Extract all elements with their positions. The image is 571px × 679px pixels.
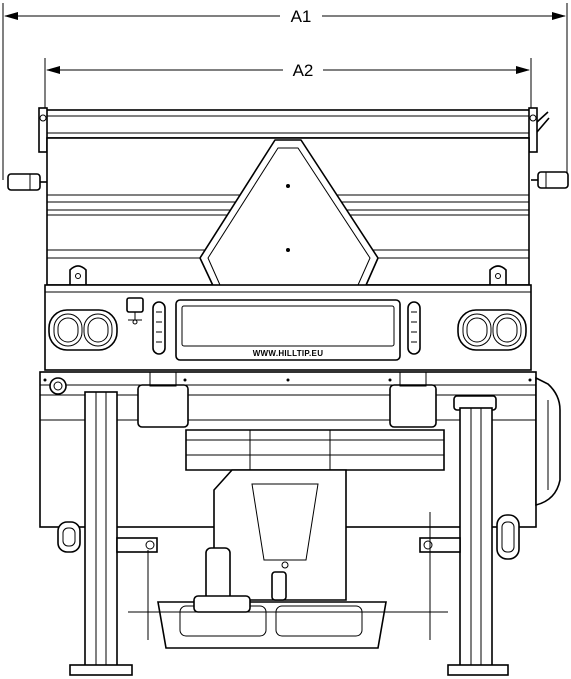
left-support-leg: [57, 391, 158, 676]
a1-label: A1: [291, 7, 312, 26]
plate-text: WWW.HILLTIP.EU: [253, 349, 324, 358]
motor-gearbox: [205, 469, 347, 601]
left-handle: [7, 173, 47, 191]
left-bracket: [137, 371, 189, 428]
spreader-discs: [157, 595, 387, 649]
a2-label: A2: [293, 61, 314, 80]
plate-light: [126, 297, 144, 325]
left-tail-lamp: [48, 309, 118, 351]
dimension-a2: A2: [44, 58, 532, 110]
right-support-leg: [419, 395, 520, 676]
rear-light-panel: WWW.HILLTIP.EU: [44, 284, 532, 371]
right-bracket: [389, 371, 437, 428]
licence-plate: WWW.HILLTIP.EU: [175, 299, 401, 361]
dimension-a1: A1: [2, 3, 568, 180]
right-marker-strip: [407, 301, 421, 355]
spinner-housing: [185, 429, 445, 471]
right-tail-lamp: [457, 309, 527, 351]
right-handle: [531, 171, 569, 189]
left-marker-strip: [152, 301, 166, 355]
